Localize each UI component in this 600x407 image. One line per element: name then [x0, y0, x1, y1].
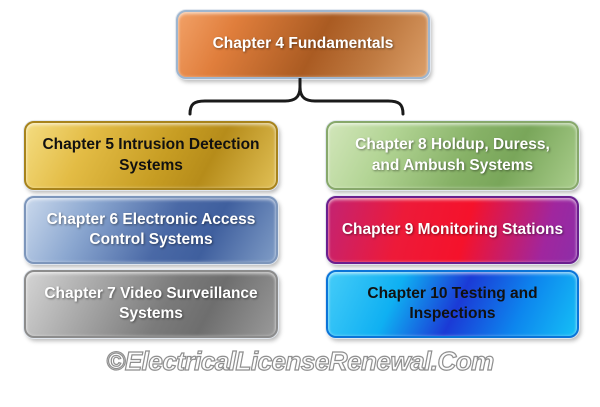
node-chapter-6-label: Chapter 6 Electronic Access Control Syst…: [46, 210, 256, 248]
brace-connector: [188, 78, 405, 116]
node-chapter-5-label: Chapter 5 Intrusion Detection Systems: [42, 136, 260, 174]
node-chapter-5: Chapter 5 Intrusion Detection Systems: [24, 121, 278, 190]
node-chapter-8-label: Chapter 8 Holdup, Duress, and Ambush Sys…: [355, 136, 550, 174]
node-chapter-8: Chapter 8 Holdup, Duress, and Ambush Sys…: [326, 121, 579, 190]
node-chapter-4-label: Chapter 4 Fundamentals: [212, 35, 394, 53]
node-chapter-7: Chapter 7 Video Surveillance Systems: [24, 270, 278, 338]
node-chapter-4: Chapter 4 Fundamentals: [176, 10, 430, 79]
node-chapter-10: Chapter 10 Testing and Inspections: [326, 270, 579, 338]
node-chapter-10-label: Chapter 10 Testing and Inspections: [367, 284, 538, 322]
node-chapter-6: Chapter 6 Electronic Access Control Syst…: [24, 196, 278, 264]
node-chapter-9-label: Chapter 9 Monitoring Stations: [341, 220, 564, 238]
node-chapter-7-label: Chapter 7 Video Surveillance Systems: [44, 284, 258, 322]
node-chapter-9: Chapter 9 Monitoring Stations: [326, 196, 579, 264]
watermark-text: ©ElectricalLicenseRenewal.Com: [106, 345, 495, 376]
